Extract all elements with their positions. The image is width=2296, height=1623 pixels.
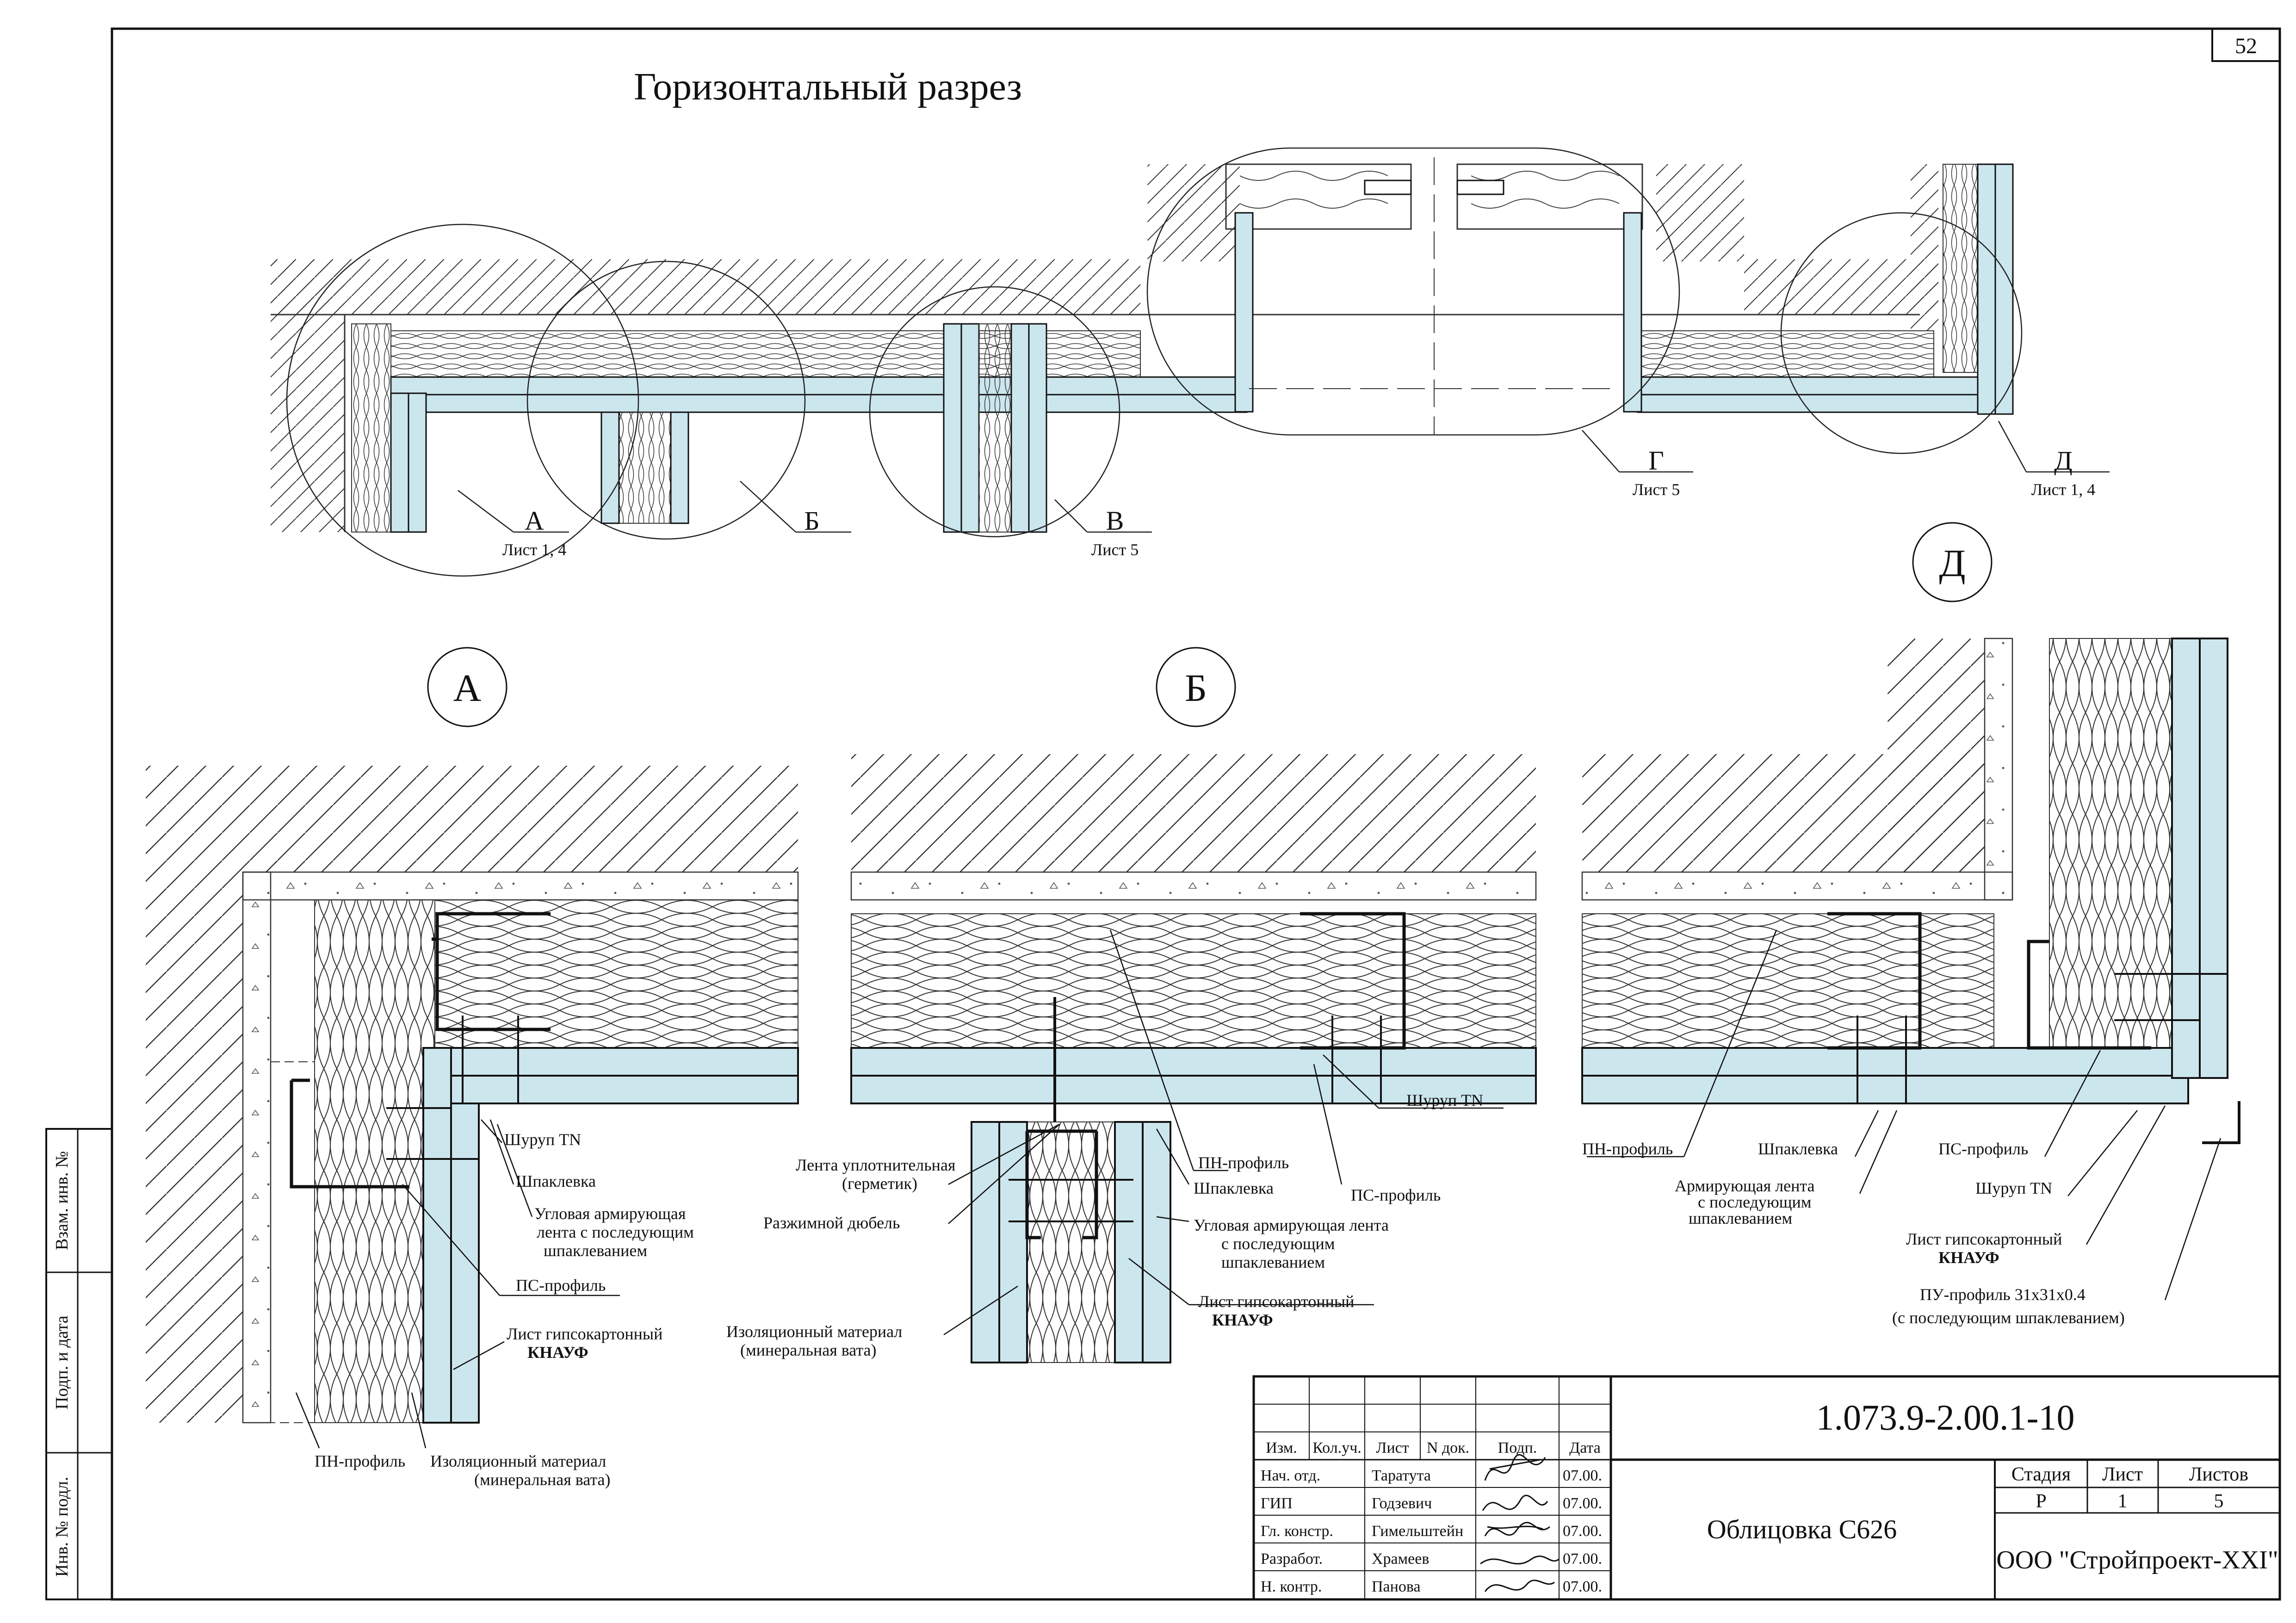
tb-date-0: 07.00. [1563,1467,1602,1484]
detail-d: ПН-профиль Шпаклевка Армирующая лента с … [1581,638,2240,1327]
d-gkl-label-1: Лист гипсокартонный [1906,1230,2062,1248]
a-corner-tape-label-2: лента с последующим [537,1223,694,1241]
sheet-value: 1 [2118,1491,2128,1512]
tb-role-4: Н. контр. [1261,1578,1322,1595]
side-stamp: Взам. инв. № Подп. и дата Инв. № подл. [52,1151,72,1577]
tb-header-podp: Подп. [1498,1439,1537,1456]
tb-header-list: Лист [1376,1439,1409,1456]
d-screw-label: Шуруп TN [1975,1179,2052,1197]
drawing-code: 1.073.9-2.00.1-10 [1816,1397,2075,1437]
sheet-number: 52 [2235,34,2257,58]
company-name: ООО "Стройпроект-XXI" [1996,1546,2278,1574]
sheets-label: Листов [2189,1464,2248,1485]
tb-name-1: Годзевич [1372,1495,1432,1512]
sheets-value: 5 [2214,1491,2224,1512]
detail-label-circles: А Б Д [427,522,1993,727]
b-corner-tape-label-2: с последующим [1221,1234,1335,1253]
signature-marks [1480,1454,1560,1592]
d-pu-label-1: ПУ-профиль 31х31х0.4 [1920,1285,2086,1304]
marker-a-ref: Лист 1, 4 [502,540,566,559]
a-gkl-label-1: Лист гипсокартонный [507,1325,662,1343]
tb-role-3: Разработ. [1261,1550,1323,1567]
sheet-label: Лист [2102,1464,2143,1485]
tb-date-1: 07.00. [1563,1495,1602,1512]
marker-g-letter: Г [1648,446,1664,476]
d-ps-profile-label: ПС-профиль [1938,1140,2028,1158]
b-insulation-label-2: (минеральная вата) [740,1341,876,1359]
marker-d-ref: Лист 1, 4 [2031,480,2095,499]
a-pn-profile-label: ПН-профиль [315,1452,405,1470]
tb-header-ndok: N док. [1427,1439,1469,1456]
marker-b-letter: Б [804,506,819,536]
tb-header-date: Дата [1569,1439,1601,1456]
a-putty-label: Шпаклевка [516,1172,596,1190]
d-gkl-label-2: КНАУФ [1938,1248,1999,1267]
b-corner-tape-label-3: шпаклеванием [1221,1253,1325,1271]
b-putty-label: Шпаклевка [1194,1179,1274,1197]
a-insulation-label-1: Изоляционный материал [430,1452,606,1470]
b-gkl-label-2: КНАУФ [1212,1311,1273,1329]
tb-role-0: Нач. отд. [1261,1467,1320,1484]
marker-a-letter: А [525,506,544,536]
stamp-sign-date: Подп. и дата [52,1315,72,1409]
marker-g-ref: Лист 5 [1633,480,1680,499]
b-dowel-label: Разжимной дюбель [763,1214,900,1232]
stamp-inv-orig: Инв. № подл. [52,1477,72,1577]
tb-name-0: Таратута [1372,1467,1431,1484]
title-block [1252,1375,2281,1601]
detail-a: Шуруп TN Шпаклевка Угловая армирующая ле… [146,766,799,1489]
b-ps-profile-label: ПС-профиль [1351,1186,1441,1204]
stamp-replace-inv: Взам. инв. № [52,1151,72,1250]
sheet-frame [45,27,2281,1601]
tb-header-kolvo: Кол.уч. [1312,1439,1362,1456]
stage-value: Р [2036,1491,2046,1512]
detail-b: ПН-профиль Шуруп TN Лента уплотнительная… [726,754,1537,1363]
detail-b-circle-letter: Б [1185,667,1207,710]
tb-role-1: ГИП [1261,1495,1293,1512]
a-screw-label: Шуруп TN [504,1130,581,1149]
d-pu-label-2: (с последующим шпаклеванием) [1892,1308,2125,1327]
a-corner-tape-label-3: шпаклеванием [544,1241,647,1260]
detail-d-circle-letter: Д [1939,542,1965,585]
b-insulation-label-1: Изоляционный материал [726,1322,902,1341]
page-title: Горизонтальный разрез [634,65,1022,108]
a-ps-profile-label: ПС-профиль [516,1276,606,1295]
tb-header-izm: Изм. [1266,1439,1297,1456]
b-seal-label-1: Лента уплотнительная [796,1156,955,1174]
a-corner-tape-label-1: Угловая армирующая [534,1204,686,1223]
marker-v-ref: Лист 5 [1091,540,1139,559]
title-block-text: 1.073.9-2.00.1-10 Изм. Кол.уч. Лист N до… [1261,1397,2278,1595]
detail-a-circle-letter: А [453,667,482,710]
tb-name-4: Панова [1372,1578,1421,1595]
a-insulation-label-2: (минеральная вата) [474,1470,610,1489]
marker-d-letter: Д [2054,446,2073,476]
tb-name-2: Гимельштейн [1372,1523,1463,1540]
b-screw-label: Шуруп TN [1406,1091,1483,1109]
tb-role-2: Гл. констр. [1261,1523,1333,1540]
d-pn-profile-label: ПН-профиль [1582,1140,1673,1158]
tb-name-3: Храмеев [1372,1550,1429,1567]
b-pn-profile-label: ПН-профиль [1198,1153,1289,1172]
tb-date-4: 07.00. [1563,1578,1602,1595]
d-tape-label-3: шпаклеванием [1689,1209,1792,1227]
stage-label: Стадия [2011,1464,2071,1485]
d-tape-label-2: с последующим [1698,1193,1812,1211]
a-gkl-label-2: КНАУФ [527,1343,588,1362]
b-gkl-label-1: Лист гипсокартонный [1198,1292,1354,1311]
tb-date-2: 07.00. [1563,1523,1602,1540]
d-putty-label: Шпаклевка [1758,1140,1838,1158]
d-tape-label-1: Армирующая лента [1675,1177,1815,1195]
overview-strip: А Лист 1, 4 Б В Лист 5 Г Лист 5 Д Лист 1… [271,147,2110,577]
drawing-name: Облицовка С626 [1707,1514,1897,1544]
marker-v-letter: В [1106,506,1124,536]
tb-date-3: 07.00. [1563,1550,1602,1567]
b-seal-label-2: (герметик) [842,1174,917,1193]
b-corner-tape-label-1: Угловая армирующая лента [1194,1216,1389,1234]
